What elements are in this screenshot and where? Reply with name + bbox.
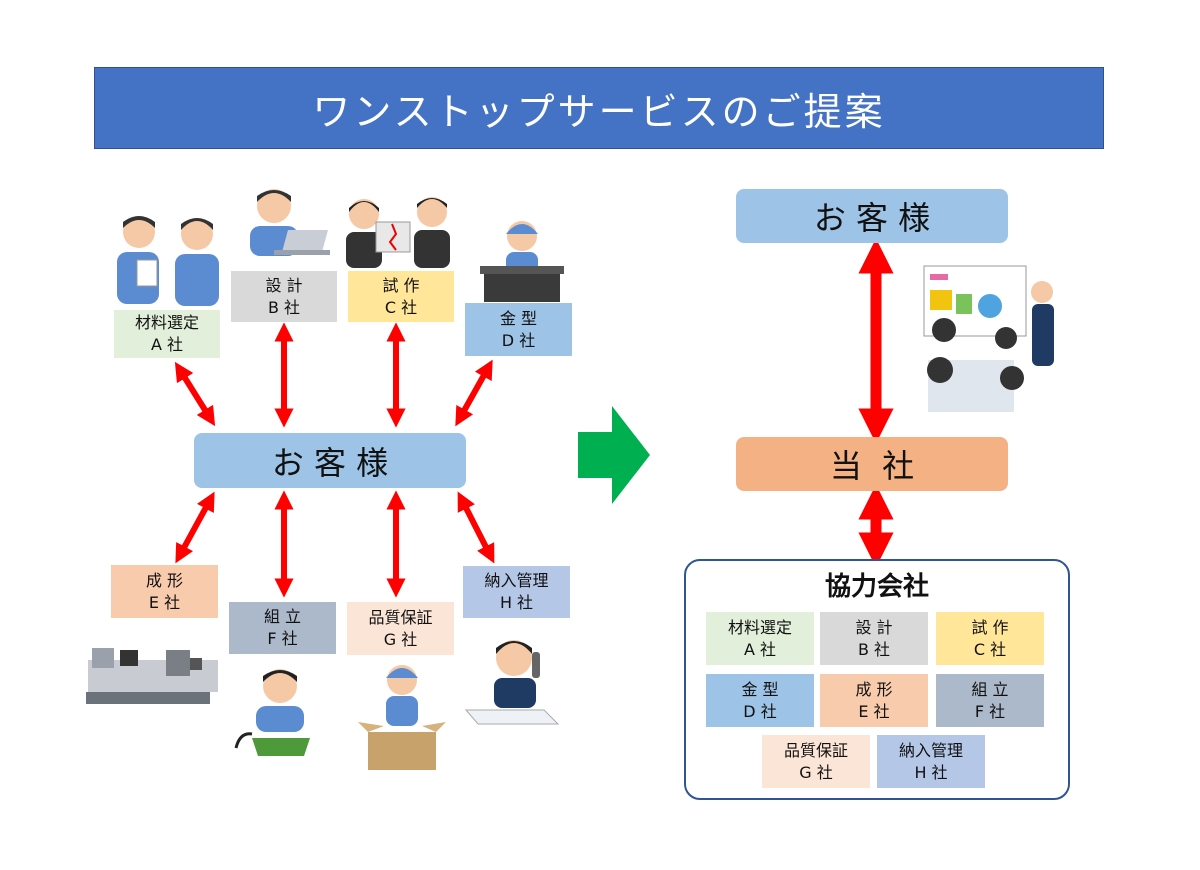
- injection-molding-machine-icon: [86, 648, 218, 704]
- partner-c-name: 試 作: [971, 617, 1009, 637]
- partner-f-box: 組 立 F 社: [936, 674, 1044, 727]
- puzzle-businesspeople-icon: [346, 197, 450, 268]
- arrow-h: [457, 491, 495, 564]
- supplier-f-company: F 社: [267, 629, 298, 648]
- arrow-a: [174, 361, 216, 427]
- transition-arrow: [578, 406, 650, 504]
- supplier-b-company: B 社: [267, 297, 301, 317]
- right-customer-box: お 客 様: [736, 189, 1008, 243]
- partner-d-name: 金 型: [741, 679, 779, 699]
- partner-b-name: 設 計: [855, 617, 893, 637]
- engineer-laptop-icon: [250, 189, 330, 256]
- supplier-h-box: 納入管理 H 社: [463, 566, 570, 618]
- partner-d-company: D 社: [743, 701, 777, 721]
- phone-operator-icon: [464, 640, 560, 725]
- supplier-c-company: C 社: [384, 297, 418, 317]
- supplier-e-company: E 社: [148, 592, 181, 612]
- partner-b-box: 設 計 B 社: [820, 612, 928, 665]
- company-box: 当 社: [736, 437, 1008, 491]
- partner-h-box: 納入管理 H 社: [877, 735, 985, 788]
- packing-worker-icon: [358, 665, 446, 770]
- supplier-c-box: 試 作 C 社: [348, 271, 454, 322]
- partner-f-name: 組 立: [971, 679, 1009, 699]
- partner-h-company: H 社: [914, 762, 948, 782]
- supplier-a-box: 材料選定 A 社: [114, 310, 220, 358]
- partner-c-company: C 社: [973, 639, 1007, 659]
- partner-d-box: 金 型 D 社: [706, 674, 814, 727]
- partner-g-company: G 社: [799, 762, 833, 782]
- partner-g-box: 品質保証 G 社: [762, 735, 870, 788]
- supplier-e-name: 成 形: [145, 570, 184, 590]
- two-workers-discussing-icon: [117, 216, 219, 306]
- presentation-meeting-icon: [923, 265, 1054, 412]
- page-title: ワンストップサービスのご提案: [94, 67, 1104, 149]
- supplier-f-box: 組 立 F 社: [229, 602, 336, 654]
- supplier-a-name: 材料選定: [134, 313, 199, 332]
- supplier-f-name: 組 立: [263, 607, 302, 626]
- supplier-h-name: 納入管理: [484, 571, 549, 590]
- supplier-d-company: D 社: [501, 330, 536, 350]
- partner-b-company: B 社: [857, 639, 891, 659]
- partner-e-company: E 社: [858, 701, 890, 721]
- soldering-worker-icon: [234, 669, 310, 756]
- left-customer-box: お 客 様: [194, 433, 466, 488]
- supplier-b-name: 設 計: [265, 275, 303, 295]
- partner-g-name: 品質保証: [783, 740, 848, 760]
- partner-e-name: 成 形: [855, 679, 893, 699]
- arrow-d: [455, 359, 493, 427]
- supplier-h-company: H 社: [499, 593, 534, 612]
- supplier-a-company: A 社: [150, 335, 184, 354]
- supplier-g-company: G 社: [383, 629, 418, 649]
- supplier-d-box: 金 型 D 社: [465, 303, 572, 356]
- partner-h-name: 納入管理: [898, 740, 963, 760]
- partners-title: 協力会社: [824, 572, 929, 602]
- supplier-d-name: 金 型: [499, 308, 538, 328]
- partner-c-box: 試 作 C 社: [936, 612, 1044, 665]
- partner-a-name: 材料選定: [727, 617, 792, 637]
- supplier-c-name: 試 作: [382, 275, 420, 295]
- partner-a-box: 材料選定 A 社: [706, 612, 814, 665]
- partner-e-box: 成 形 E 社: [820, 674, 928, 727]
- supplier-b-box: 設 計 B 社: [231, 271, 337, 322]
- mechanic-press-icon: [480, 221, 564, 302]
- supplier-g-box: 品質保証 G 社: [347, 602, 454, 655]
- partner-a-company: A 社: [743, 639, 777, 659]
- partner-f-company: F 社: [974, 701, 1006, 721]
- arrow-e: [175, 491, 215, 564]
- supplier-e-box: 成 形 E 社: [111, 565, 218, 618]
- supplier-g-name: 品質保証: [368, 607, 433, 627]
